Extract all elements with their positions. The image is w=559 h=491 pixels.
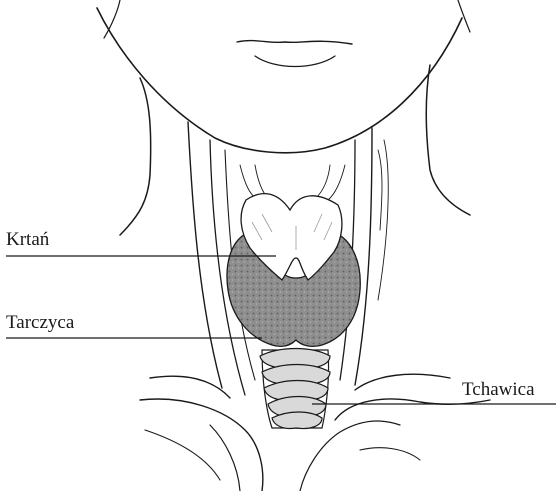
label-trachea: Tchawica bbox=[462, 380, 535, 399]
lower-lip bbox=[255, 56, 335, 67]
scm-left-outer bbox=[188, 122, 222, 388]
clavicle-left-upper bbox=[150, 376, 230, 398]
trachea bbox=[260, 349, 330, 429]
clavicle-left-lower bbox=[140, 399, 263, 491]
neck-left-outline bbox=[120, 78, 151, 235]
clavicle-right-upper bbox=[355, 374, 450, 390]
upper-lip bbox=[237, 41, 352, 44]
clavicle-left-bottom bbox=[210, 425, 240, 491]
trachea-ring bbox=[272, 412, 322, 429]
scm-right-outer bbox=[355, 128, 372, 385]
chest-left-lower bbox=[145, 430, 220, 480]
scm-right-hatch bbox=[378, 150, 382, 230]
jaw-outline bbox=[97, 8, 462, 153]
clavicle-right-lower bbox=[335, 399, 490, 420]
chest-right-lower bbox=[360, 448, 420, 460]
scm-right-hatch2 bbox=[378, 140, 388, 300]
label-larynx: Krtań bbox=[6, 230, 49, 249]
jaw-left-edge bbox=[104, 0, 120, 38]
neck-right-outline bbox=[426, 65, 470, 215]
jaw-right-edge bbox=[458, 0, 470, 32]
clavicle-right-bottom bbox=[300, 421, 400, 491]
label-thyroid: Tarczyca bbox=[6, 313, 74, 332]
